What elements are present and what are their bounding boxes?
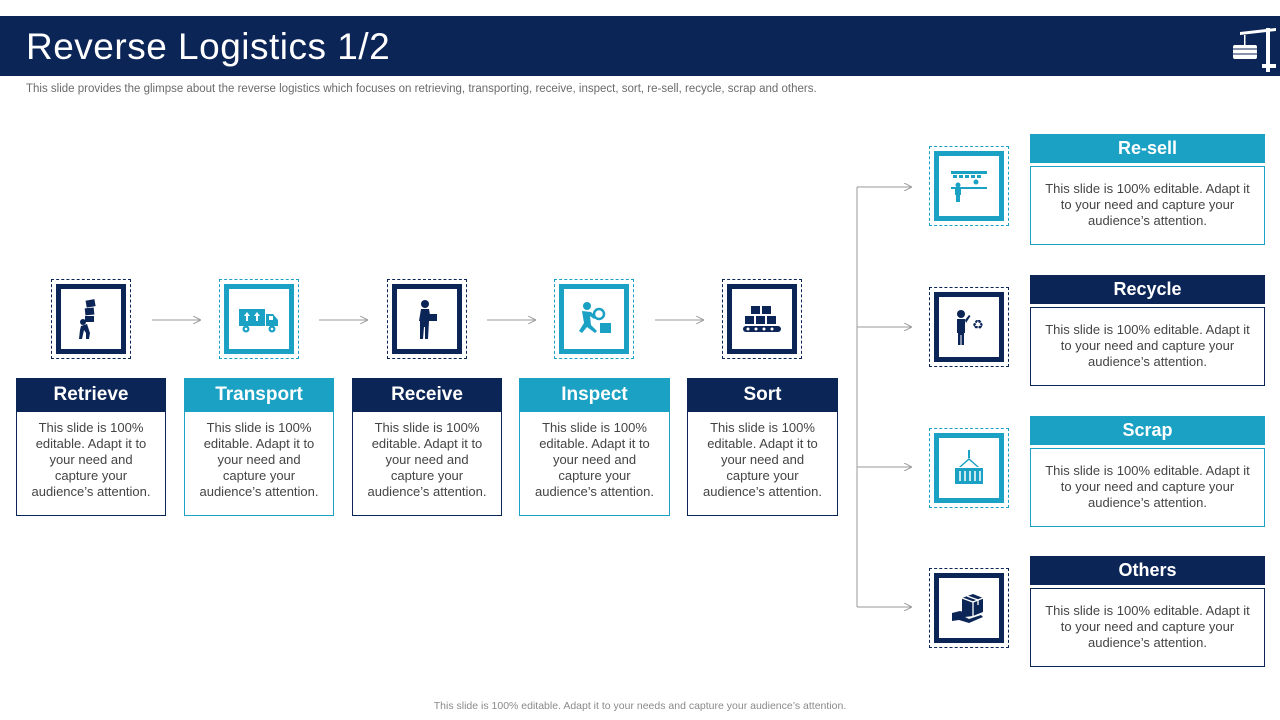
recycle-icon-frame: ♻ — [929, 287, 1009, 367]
magnifier-inspection-icon — [579, 302, 611, 333]
retrieve-icon-frame — [51, 279, 131, 359]
step-header-sort: Sort — [687, 378, 838, 412]
step-body-inspect: This slide is 100% editable. Adapt it to… — [519, 412, 670, 516]
outcome-body-recycle: This slide is 100% editable. Adapt it to… — [1030, 307, 1265, 386]
outcome-header-scrap: Scrap — [1030, 416, 1265, 445]
inspect-icon-box — [559, 284, 629, 354]
outcome-body-scrap: This slide is 100% editable. Adapt it to… — [1030, 448, 1265, 527]
others-icon-frame — [929, 568, 1009, 648]
recycle-icon-box: ♻ — [934, 292, 1004, 362]
step-header-inspect: Inspect — [519, 378, 670, 412]
page-subtitle: This slide provides the glimpse about th… — [26, 83, 817, 95]
step-header-retrieve: Retrieve — [16, 378, 166, 412]
sort-icon-box — [727, 284, 797, 354]
receive-icon-frame — [387, 279, 467, 359]
outcome-header-resell: Re-sell — [1030, 134, 1265, 163]
outcome-header-others: Others — [1030, 556, 1265, 585]
conveyor-boxes-icon — [743, 306, 781, 332]
svg-text:♻: ♻ — [972, 318, 984, 333]
delivery-truck-icon — [239, 309, 278, 333]
outcome-body-others: This slide is 100% editable. Adapt it to… — [1030, 588, 1265, 667]
hand-holding-box-icon — [952, 594, 984, 623]
inspect-icon-frame — [554, 279, 634, 359]
step-header-receive: Receive — [352, 378, 502, 412]
scrap-icon-box — [934, 433, 1004, 503]
step-body-transport: This slide is 100% editable. Adapt it to… — [184, 412, 334, 516]
resell-icon-box — [934, 151, 1004, 221]
sort-icon-frame — [722, 279, 802, 359]
hanging-container-icon — [955, 450, 983, 484]
shop-counter-icon — [951, 171, 987, 202]
transport-icon-box — [224, 284, 294, 354]
receive-icon-box — [392, 284, 462, 354]
step-body-sort: This slide is 100% editable. Adapt it to… — [687, 412, 838, 516]
outcome-header-recycle: Recycle — [1030, 275, 1265, 304]
scrap-icon-frame — [929, 428, 1009, 508]
outcome-body-resell: This slide is 100% editable. Adapt it to… — [1030, 166, 1265, 245]
person-receiving-box-icon — [419, 300, 437, 339]
person-recycle-icon: ♻ — [957, 310, 984, 345]
crane-icon — [1233, 28, 1276, 72]
resell-icon-frame — [929, 146, 1009, 226]
step-header-transport: Transport — [184, 378, 334, 412]
person-carrying-boxes-icon — [79, 299, 96, 339]
step-body-retrieve: This slide is 100% editable. Adapt it to… — [16, 412, 166, 516]
footer-note: This slide is 100% editable. Adapt it to… — [433, 700, 847, 712]
transport-icon-frame — [219, 279, 299, 359]
retrieve-icon-box — [56, 284, 126, 354]
others-icon-box — [934, 573, 1004, 643]
page-title: Reverse Logistics 1/2 — [26, 26, 391, 67]
title-bar: Reverse Logistics 1/2 — [0, 16, 1280, 76]
step-body-receive: This slide is 100% editable. Adapt it to… — [352, 412, 502, 516]
